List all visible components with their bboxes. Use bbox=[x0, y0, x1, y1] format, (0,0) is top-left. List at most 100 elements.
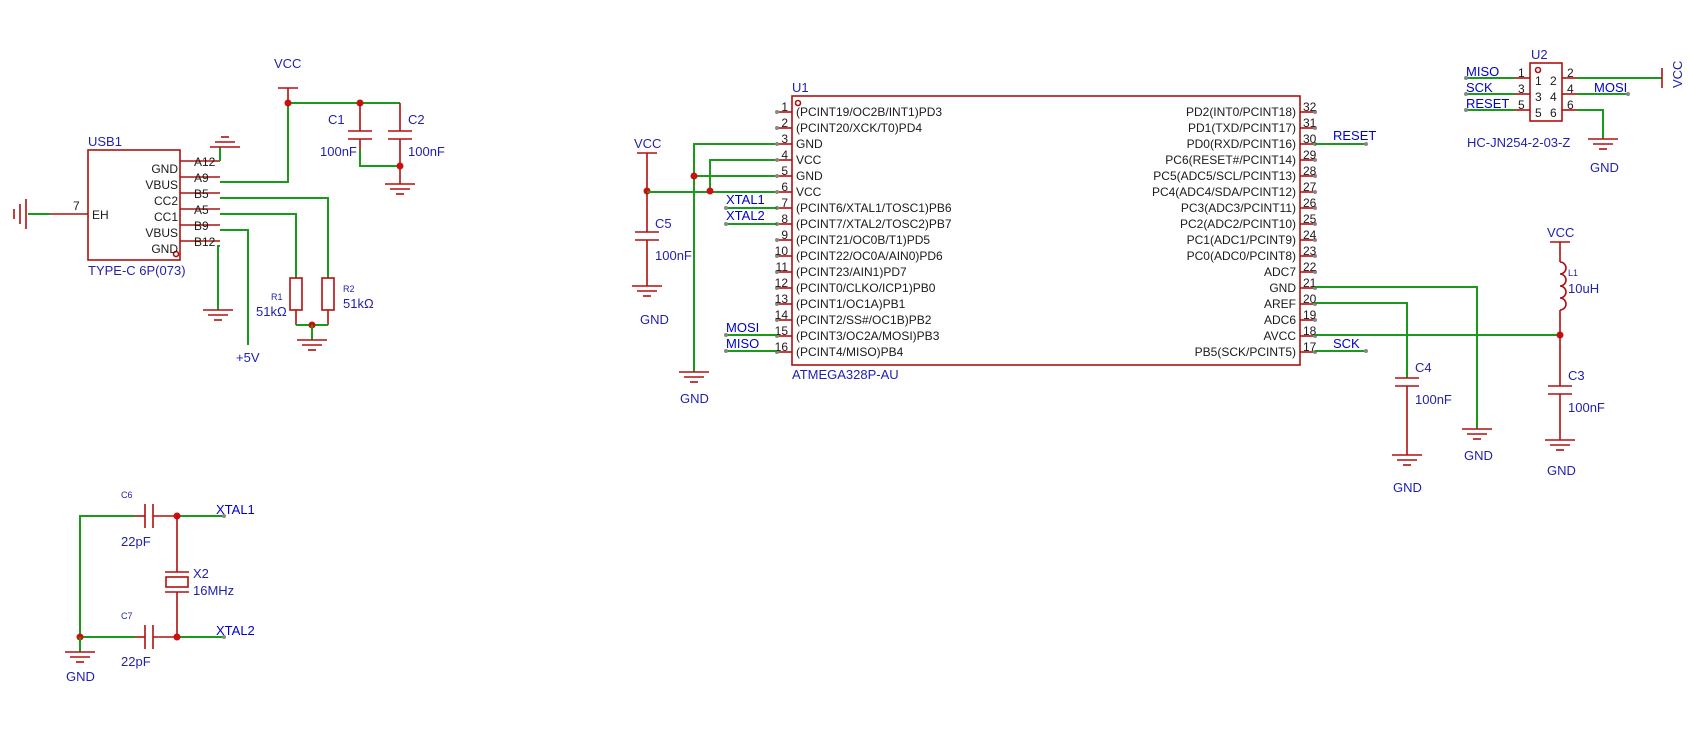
usb1-pin-name: CC2 bbox=[154, 194, 178, 208]
u1-pin-end bbox=[1313, 174, 1317, 178]
u1-pin-number: 28 bbox=[1303, 164, 1317, 178]
u1-pin-end bbox=[775, 302, 779, 306]
usb1-pin-number: B5 bbox=[194, 187, 209, 201]
u1-pin-name: (PCINT23/AIN1)PD7 bbox=[796, 265, 907, 279]
net-label-reset: RESET bbox=[1333, 128, 1376, 143]
c6-ref: C6 bbox=[121, 490, 133, 500]
vcc-power-symbol: VCC bbox=[274, 56, 301, 103]
u1-pin-number: 8 bbox=[781, 212, 788, 226]
c7-ref: C7 bbox=[121, 611, 133, 621]
u1-pin-number: 27 bbox=[1303, 180, 1317, 194]
r1-value: 51kΩ bbox=[256, 304, 287, 319]
u1-pin-name: (PCINT2/SS#/OC1B)PB2 bbox=[796, 313, 932, 327]
u1-pin-end bbox=[1313, 318, 1317, 322]
u1-pin-number: 24 bbox=[1303, 228, 1317, 242]
u1-pin-end bbox=[1313, 254, 1317, 258]
u2-inner-number: 4 bbox=[1550, 90, 1557, 104]
u1-body bbox=[791, 95, 1301, 366]
capacitor-c4[interactable]: C4 100nF bbox=[1395, 360, 1452, 455]
net-label-miso: MISO bbox=[1466, 64, 1499, 79]
u1-pin-name: (PCINT4/MISO)PB4 bbox=[796, 345, 904, 359]
u1-pin-name: (PCINT7/XTAL2/TOSC2)PB7 bbox=[796, 217, 952, 231]
usb1-connector[interactable]: USB1 TYPE-C 6P(073) GND VBUS CC2 CC1 VBU… bbox=[50, 134, 220, 278]
net-label-xtal1: XTAL1 bbox=[726, 192, 765, 207]
plus5v-label: +5V bbox=[236, 350, 260, 365]
u1-pin-number: 32 bbox=[1303, 100, 1317, 114]
inductor-l1[interactable]: L1 10uH bbox=[1559, 261, 1599, 335]
c4-ref: C4 bbox=[1415, 360, 1432, 375]
u1-pin-number: 1 bbox=[781, 100, 788, 114]
u1-pin-name: ADC6 bbox=[1264, 313, 1296, 327]
ground-symbol: GND bbox=[1462, 428, 1493, 463]
net-label-mosi: MOSI bbox=[1594, 80, 1627, 95]
u2-isp-header[interactable]: U2 HC-JN254-2-03-Z 1 2 3 4 5 6 1 2 3 4 5… bbox=[1467, 47, 1577, 150]
ground-symbol bbox=[385, 183, 415, 195]
u2-inner-number: 5 bbox=[1535, 106, 1542, 120]
capacitor-c2[interactable]: C2 100nF bbox=[388, 103, 445, 184]
u1-pin-name: (PCINT22/OC0A/AIN0)PD6 bbox=[796, 249, 943, 263]
u1-pin-name: (PCINT3/OC2A/MOSI)PB3 bbox=[796, 329, 940, 343]
u2-pin-number: 3 bbox=[1518, 82, 1525, 96]
usb1-eh-number: 7 bbox=[73, 199, 80, 213]
resistor-r2[interactable]: R2 51kΩ bbox=[321, 277, 374, 325]
u1-pin-name: PD0(RXD/PCINT16) bbox=[1187, 137, 1296, 151]
u1-pin-name: PD2(INT0/PCINT18) bbox=[1186, 105, 1296, 119]
capacitor-c5[interactable]: C5 100nF bbox=[635, 191, 692, 286]
u1-pin-number: 19 bbox=[1303, 308, 1317, 322]
u2-inner-number: 2 bbox=[1550, 74, 1557, 88]
u1-pin-end bbox=[1313, 270, 1317, 274]
c6-value: 22pF bbox=[121, 534, 151, 549]
r1-ref: R1 bbox=[271, 292, 283, 302]
u1-pin-name: VCC bbox=[796, 153, 822, 167]
u1-pin-number: 22 bbox=[1303, 260, 1317, 274]
l1-ref: L1 bbox=[1568, 268, 1578, 278]
u1-pin-end bbox=[1313, 158, 1317, 162]
u1-pin-end bbox=[775, 110, 779, 114]
gnd-label: GND bbox=[1393, 480, 1422, 495]
u1-pin-name: PC5(ADC5/SCL/PCINT13) bbox=[1153, 169, 1296, 183]
usb1-pin-name: VBUS bbox=[145, 178, 178, 192]
capacitor-c3[interactable]: C3 100nF bbox=[1548, 335, 1605, 440]
net-label-xtal2: XTAL2 bbox=[726, 208, 765, 223]
u1-pin-name: PC3(ADC3/PCINT11) bbox=[1181, 201, 1296, 215]
u1-pin1-mark bbox=[794, 99, 802, 107]
u1-pin-end bbox=[775, 254, 779, 258]
capacitor-c7[interactable]: C7 22pF bbox=[80, 611, 177, 669]
capacitor-c6[interactable]: C6 22pF bbox=[79, 490, 177, 637]
capacitor-c1[interactable]: C1 100nF bbox=[320, 103, 372, 159]
usb1-pin-number: B12 bbox=[194, 235, 216, 249]
u1-pin-end bbox=[775, 318, 779, 322]
gnd-label: GND bbox=[66, 669, 95, 684]
u1-pin-name: VCC bbox=[796, 185, 822, 199]
u1-pin-number: 6 bbox=[781, 180, 788, 194]
usb1-value: TYPE-C 6P(073) bbox=[88, 263, 186, 278]
u1-pin-name: (PCINT1/OC1A)PB1 bbox=[796, 297, 906, 311]
u1-pin-name: AREF bbox=[1264, 297, 1296, 311]
u1-pin-end bbox=[1313, 222, 1317, 226]
u1-pin-name: AVCC bbox=[1264, 329, 1297, 343]
u1-pin-number: 4 bbox=[781, 148, 788, 162]
u1-pin-number: 25 bbox=[1303, 212, 1317, 226]
vcc-power-symbol: VCC bbox=[634, 136, 661, 191]
r2-ref: R2 bbox=[343, 284, 355, 294]
u1-pin-number: 31 bbox=[1303, 116, 1317, 130]
u1-ref: U1 bbox=[792, 80, 809, 95]
net-label-miso: MISO bbox=[726, 336, 759, 351]
u1-microcontroller[interactable]: U1 ATMEGA328P-AU 1(PCINT19/OC2B/INT1)PD3… bbox=[775, 80, 1317, 382]
usb1-pin-number: B9 bbox=[194, 219, 209, 233]
vcc-power-symbol: VCC bbox=[1547, 225, 1574, 262]
crystal-x2[interactable]: X2 16MHz bbox=[165, 516, 234, 637]
u1-pin-end bbox=[775, 286, 779, 290]
u2-pin-number: 2 bbox=[1567, 66, 1574, 80]
u1-pin-name: ADC7 bbox=[1264, 265, 1296, 279]
vcc-label: VCC bbox=[1670, 61, 1685, 88]
u1-pin-name: PD1(TXD/PCINT17) bbox=[1188, 121, 1296, 135]
net-label-sck: SCK bbox=[1466, 80, 1493, 95]
u1-pin-name: PB5(SCK/PCINT5) bbox=[1195, 345, 1296, 359]
net-label-mosi: MOSI bbox=[726, 320, 759, 335]
u2-inner-number: 1 bbox=[1535, 74, 1542, 88]
resistor-r1[interactable]: R1 51kΩ bbox=[256, 277, 303, 325]
u1-pin-number: 5 bbox=[781, 164, 788, 178]
usb1-pin-name: GND bbox=[151, 242, 178, 256]
